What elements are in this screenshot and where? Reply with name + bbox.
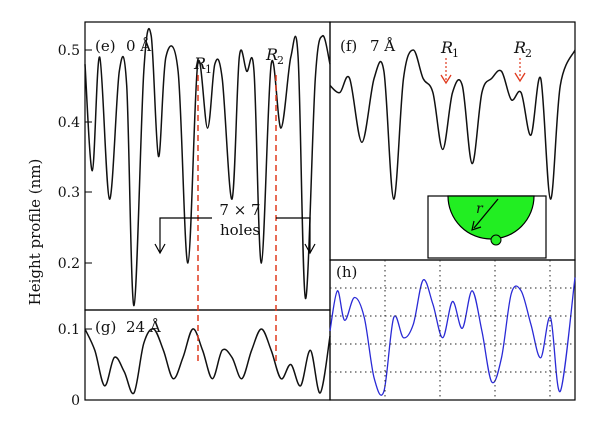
svg-text:R: R xyxy=(265,45,278,64)
panel-f-r2-arrow xyxy=(514,58,526,83)
holes-annotation-line1: 7 × 7 xyxy=(219,201,260,219)
panel-e-r2-label: R 2 xyxy=(265,45,284,67)
panel-f-r2-label: R 2 xyxy=(513,38,532,60)
svg-text:1: 1 xyxy=(452,47,459,60)
svg-text:2: 2 xyxy=(525,47,532,60)
y-axis-label: Height profile (nm) xyxy=(26,159,44,306)
holes-annotation-line2: holes xyxy=(220,221,260,239)
svg-text:1: 1 xyxy=(205,63,212,76)
panel-f-label: (f) xyxy=(340,37,357,55)
svg-text:2: 2 xyxy=(277,54,284,67)
panel-g-frame xyxy=(84,309,331,401)
panel-f-profile-line xyxy=(329,49,576,200)
holes-bracket xyxy=(154,217,316,255)
panel-e-label: (e) xyxy=(95,37,116,55)
panel-f-size: 7 Å xyxy=(370,37,395,55)
ytick-0-1: 0.1 xyxy=(58,322,80,338)
ytick-0-3: 0.3 xyxy=(58,185,80,201)
panel-g-size: 24 Å xyxy=(126,318,161,336)
panel-h-profile-line xyxy=(329,277,576,396)
panel-e-r1-label: R 1 xyxy=(193,54,212,76)
svg-text:R: R xyxy=(193,54,206,73)
ytick-0-5: 0.5 xyxy=(58,43,80,59)
panel-g-profile-line xyxy=(84,328,331,395)
panel-e-yticks: 0.5 0.4 0.3 0.2 xyxy=(58,43,92,272)
ytick-0-4: 0.4 xyxy=(58,115,80,131)
ytick-0: 0 xyxy=(71,393,80,409)
svg-text:R: R xyxy=(513,38,526,57)
panel-h-label: (h) xyxy=(336,263,357,281)
panel-g-yticks: 0.1 0 xyxy=(58,322,92,409)
tip-radius-label: r xyxy=(476,201,484,217)
panel-h-grid xyxy=(330,260,575,400)
tip-inset: r xyxy=(427,195,547,259)
panel-f-r1-label: R 1 xyxy=(440,38,459,60)
panel-e-size: 0 Å xyxy=(126,37,151,55)
panel-g-label: (g) xyxy=(95,318,116,336)
svg-text:R: R xyxy=(440,38,453,57)
panel-f-r1-arrow xyxy=(440,58,452,85)
panel-e-profile-line xyxy=(84,27,331,307)
ytick-0-2: 0.2 xyxy=(58,256,80,272)
